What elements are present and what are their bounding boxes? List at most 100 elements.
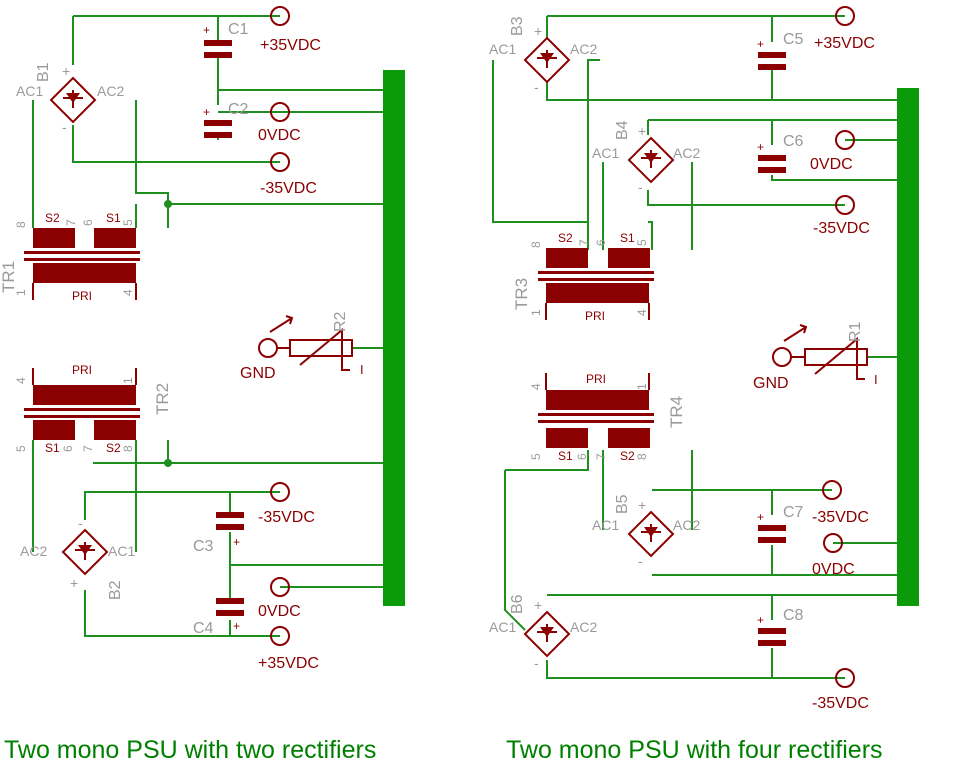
c6-label: C6 bbox=[783, 133, 804, 150]
winding-s2 bbox=[546, 248, 588, 268]
cap-plate bbox=[758, 525, 786, 531]
left-out5-label: 0VDC bbox=[258, 603, 301, 620]
wire bbox=[32, 440, 137, 552]
b3-ac1-label: AC1 bbox=[489, 41, 516, 57]
b4-ac1-label: AC1 bbox=[592, 145, 619, 161]
b5-ac1-label: AC1 bbox=[592, 517, 619, 533]
capacitor-c6: + C6 bbox=[757, 133, 804, 173]
b4-minus-label: - bbox=[638, 179, 643, 195]
resistor-body bbox=[289, 339, 353, 357]
transformer-tr1: S2 S1 PRI 8 7 6 5 1 4 TR1 bbox=[0, 211, 140, 303]
wire bbox=[84, 491, 280, 520]
arrow-icon bbox=[783, 324, 808, 342]
core-line bbox=[24, 258, 140, 261]
terminal-icon bbox=[270, 482, 290, 502]
cap-plate bbox=[758, 64, 786, 70]
pin-label: 1 bbox=[529, 309, 543, 316]
diode-icon bbox=[644, 153, 658, 163]
b2-ac1-label: AC1 bbox=[108, 543, 135, 559]
tr4-label: TR4 bbox=[667, 396, 686, 428]
b5-minus-label: - bbox=[638, 553, 643, 569]
wire bbox=[72, 125, 280, 163]
c1-label: C1 bbox=[228, 21, 249, 38]
winding-s1 bbox=[608, 248, 650, 268]
core-line bbox=[538, 420, 654, 423]
left-circuit: B1 AC1 AC2 + - + C1 + C2 +35VDC 0VDC -35… bbox=[0, 6, 405, 764]
right-out3-label: -35VDC bbox=[813, 220, 870, 237]
cap-plate bbox=[216, 598, 244, 604]
wire bbox=[492, 59, 600, 250]
tr1-s1-label: S1 bbox=[106, 211, 121, 225]
tr3-s1-label: S1 bbox=[620, 231, 635, 245]
plus-sign: + bbox=[757, 510, 764, 524]
bridge-rectifier-b2: AC2 AC1 + - B2 bbox=[20, 515, 135, 600]
wire bbox=[217, 58, 383, 105]
wire bbox=[32, 100, 169, 228]
left-out3-label: -35VDC bbox=[260, 180, 317, 197]
winding-pri bbox=[33, 385, 136, 405]
potentiometer-r1: R1 GND I bbox=[753, 321, 878, 392]
tr4-s1-label: S1 bbox=[558, 449, 573, 463]
core-line bbox=[538, 278, 654, 281]
tr2-s2-label: S2 bbox=[106, 441, 121, 455]
terminal-icon bbox=[835, 195, 855, 215]
b5-plus-label: + bbox=[638, 497, 646, 513]
tr1-pri-label: PRI bbox=[72, 289, 92, 303]
c4-label: C4 bbox=[193, 620, 214, 637]
capacitor-c3: + C3 bbox=[193, 512, 244, 555]
transformer-tr2: PRI S1 S2 4 1 5 6 7 8 TR2 bbox=[14, 363, 172, 455]
winding-pri bbox=[33, 263, 136, 283]
pin-leads bbox=[32, 368, 137, 385]
left-out4-label: -35VDC bbox=[258, 509, 315, 526]
right-circuit: B3 AC1 AC2 + - + C5 +35VDC B4 AC1 AC2 + … bbox=[489, 6, 919, 764]
c7-label: C7 bbox=[783, 504, 804, 521]
diode-icon bbox=[540, 53, 554, 63]
tr1-label: TR1 bbox=[0, 261, 18, 293]
diode-icon bbox=[66, 93, 80, 103]
right-out1-label: +35VDC bbox=[814, 35, 875, 52]
b1-plus-label: + bbox=[62, 63, 70, 79]
resistor-body bbox=[804, 348, 868, 366]
pin-label: 8 bbox=[529, 241, 543, 248]
bridge-rectifier-b1: B1 AC1 AC2 + - bbox=[16, 62, 124, 135]
capacitor-c8: + C8 bbox=[757, 607, 804, 646]
b6-ac1-label: AC1 bbox=[489, 619, 516, 635]
pin-label: 6 bbox=[575, 453, 589, 460]
pin-label: 1 bbox=[121, 377, 135, 384]
capacitor-c2: + C2 bbox=[203, 101, 249, 138]
winding-s1 bbox=[546, 428, 588, 448]
c5-label: C5 bbox=[783, 31, 804, 48]
b6-ac2-label: AC2 bbox=[570, 619, 597, 635]
core-line bbox=[24, 251, 140, 254]
wire bbox=[652, 489, 832, 515]
terminal-icon bbox=[835, 130, 855, 150]
pin-label: 5 bbox=[121, 219, 135, 226]
r1-pin-label: I bbox=[874, 372, 878, 387]
cap-plate bbox=[204, 120, 232, 126]
terminal-icon bbox=[823, 533, 843, 553]
cap-plate bbox=[758, 537, 786, 543]
arrow-icon bbox=[269, 315, 294, 333]
core-line bbox=[538, 413, 654, 416]
tr4-pri-label: PRI bbox=[586, 372, 606, 386]
pin-label: 1 bbox=[635, 383, 649, 390]
capacitor-c5: + C5 bbox=[757, 31, 804, 70]
pin-label: 4 bbox=[121, 289, 135, 296]
wiper bbox=[299, 327, 350, 371]
r2-pin-label: I bbox=[360, 362, 364, 377]
tr3-pri-label: PRI bbox=[585, 309, 605, 323]
transformer-tr3: S2 S1 PRI 8 7 6 5 1 4 TR3 bbox=[512, 231, 654, 323]
pin-label: 4 bbox=[529, 383, 543, 390]
b3-label: B3 bbox=[509, 16, 526, 36]
bridge-rectifier-b5: B5 AC1 AC2 + - bbox=[592, 494, 700, 569]
diode-icon bbox=[540, 627, 554, 637]
wire bbox=[135, 203, 383, 228]
b4-label: B4 bbox=[614, 120, 631, 140]
cap-plate bbox=[216, 512, 244, 518]
cap-plate bbox=[204, 132, 232, 138]
pin-label: 4 bbox=[635, 309, 649, 316]
c2-label: C2 bbox=[228, 101, 249, 118]
b2-label: B2 bbox=[107, 580, 124, 600]
cap-plate bbox=[204, 52, 232, 58]
wire bbox=[546, 648, 845, 679]
